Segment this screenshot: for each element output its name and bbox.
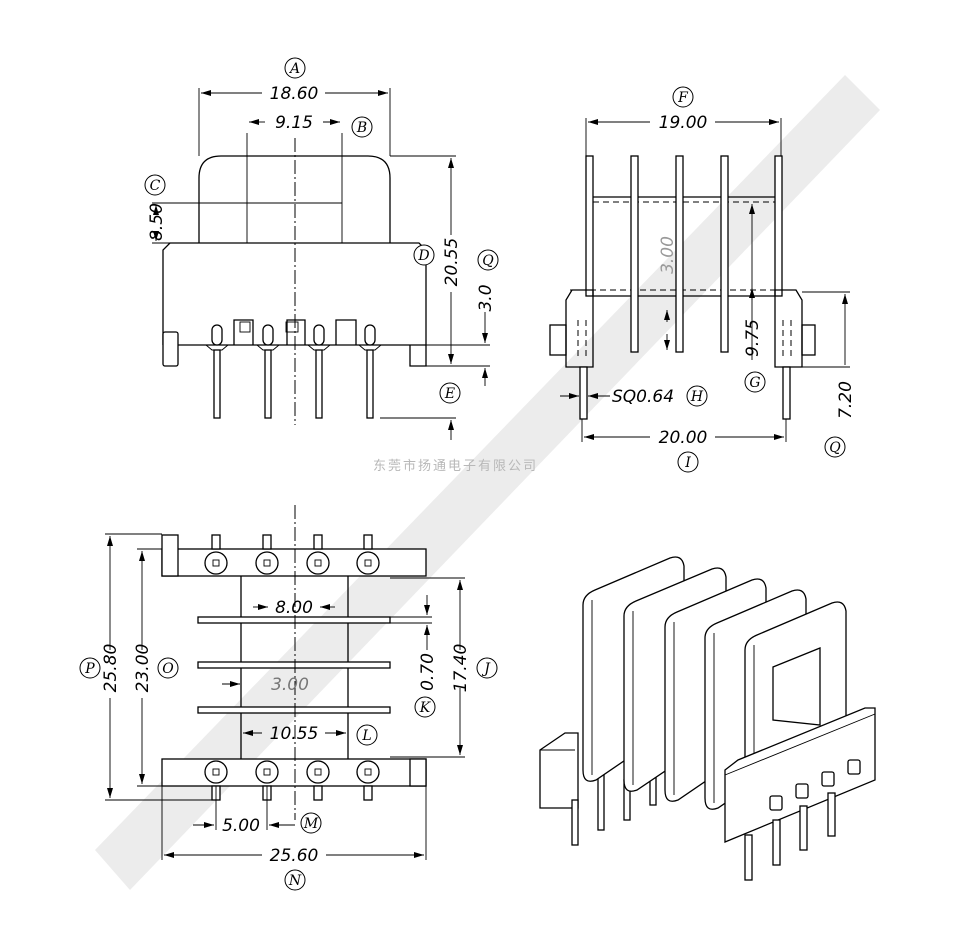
label-b: B <box>356 120 367 136</box>
label-f: F <box>677 90 689 106</box>
label-i: I <box>684 455 691 471</box>
dim-inner-value: 3.00 <box>658 236 678 274</box>
dim-k-value: 0.70 <box>418 653 438 691</box>
label-a: A <box>288 61 300 77</box>
label-j: J <box>481 661 491 677</box>
dim-f-value: 19.00 <box>659 113 708 133</box>
isometric-view <box>539 556 876 881</box>
bottom-view: 25.80 23.00 17.40 0.70 8.00 3.00 10.55 5… <box>101 505 471 866</box>
dim-d-value: 20.55 <box>442 238 462 287</box>
side-view-labels: F H G I Q <box>672 86 846 473</box>
label-n: N <box>288 873 302 889</box>
dim-j-value: 17.40 <box>451 644 471 693</box>
dim-p-value: 25.80 <box>101 644 121 693</box>
label-c: C <box>150 178 161 194</box>
front-view-labels: A B C D Q E <box>144 57 499 404</box>
dim-o-value: 23.00 <box>133 644 153 693</box>
label-l: L <box>361 728 371 744</box>
label-q-front: Q <box>482 253 494 269</box>
watermark <box>95 75 880 890</box>
label-h: H <box>690 389 704 405</box>
bottom-view-labels: P O J K L M N <box>79 657 498 891</box>
label-e: E <box>444 386 455 402</box>
dim-slot-value: 8.00 <box>275 598 313 618</box>
label-o: O <box>162 661 174 677</box>
dim-m-value: 5.00 <box>222 816 260 836</box>
dim-q-side-value: 7.20 <box>836 381 856 419</box>
label-g: G <box>749 375 760 391</box>
dim-c-value: 8.50 <box>147 203 167 241</box>
dim-i-value: 20.00 <box>659 428 708 448</box>
dim-q-value: 3.0 <box>476 284 496 311</box>
dim-n-value: 25.60 <box>270 846 319 866</box>
dim-b-value: 9.15 <box>275 113 313 133</box>
dim-a-value: 18.60 <box>270 84 319 104</box>
label-q-side: Q <box>829 440 841 456</box>
label-m: M <box>303 816 319 832</box>
front-view: 18.60 9.15 8.50 20.55 3.0 <box>147 84 496 440</box>
dim-l-value: 10.55 <box>270 724 319 744</box>
dim-h-value: SQ0.64 <box>612 387 674 407</box>
label-d: D <box>417 248 429 264</box>
label-p: P <box>84 661 95 677</box>
label-k: K <box>419 700 432 716</box>
dim-g-value: 9.75 <box>743 319 763 357</box>
side-view: 19.00 3.00 9.75 7.20 SQ0.64 20.00 <box>549 113 856 448</box>
dim-gap-value: 3.00 <box>271 675 309 695</box>
company-caption: 东莞市扬通电子有限公司 <box>373 458 538 474</box>
